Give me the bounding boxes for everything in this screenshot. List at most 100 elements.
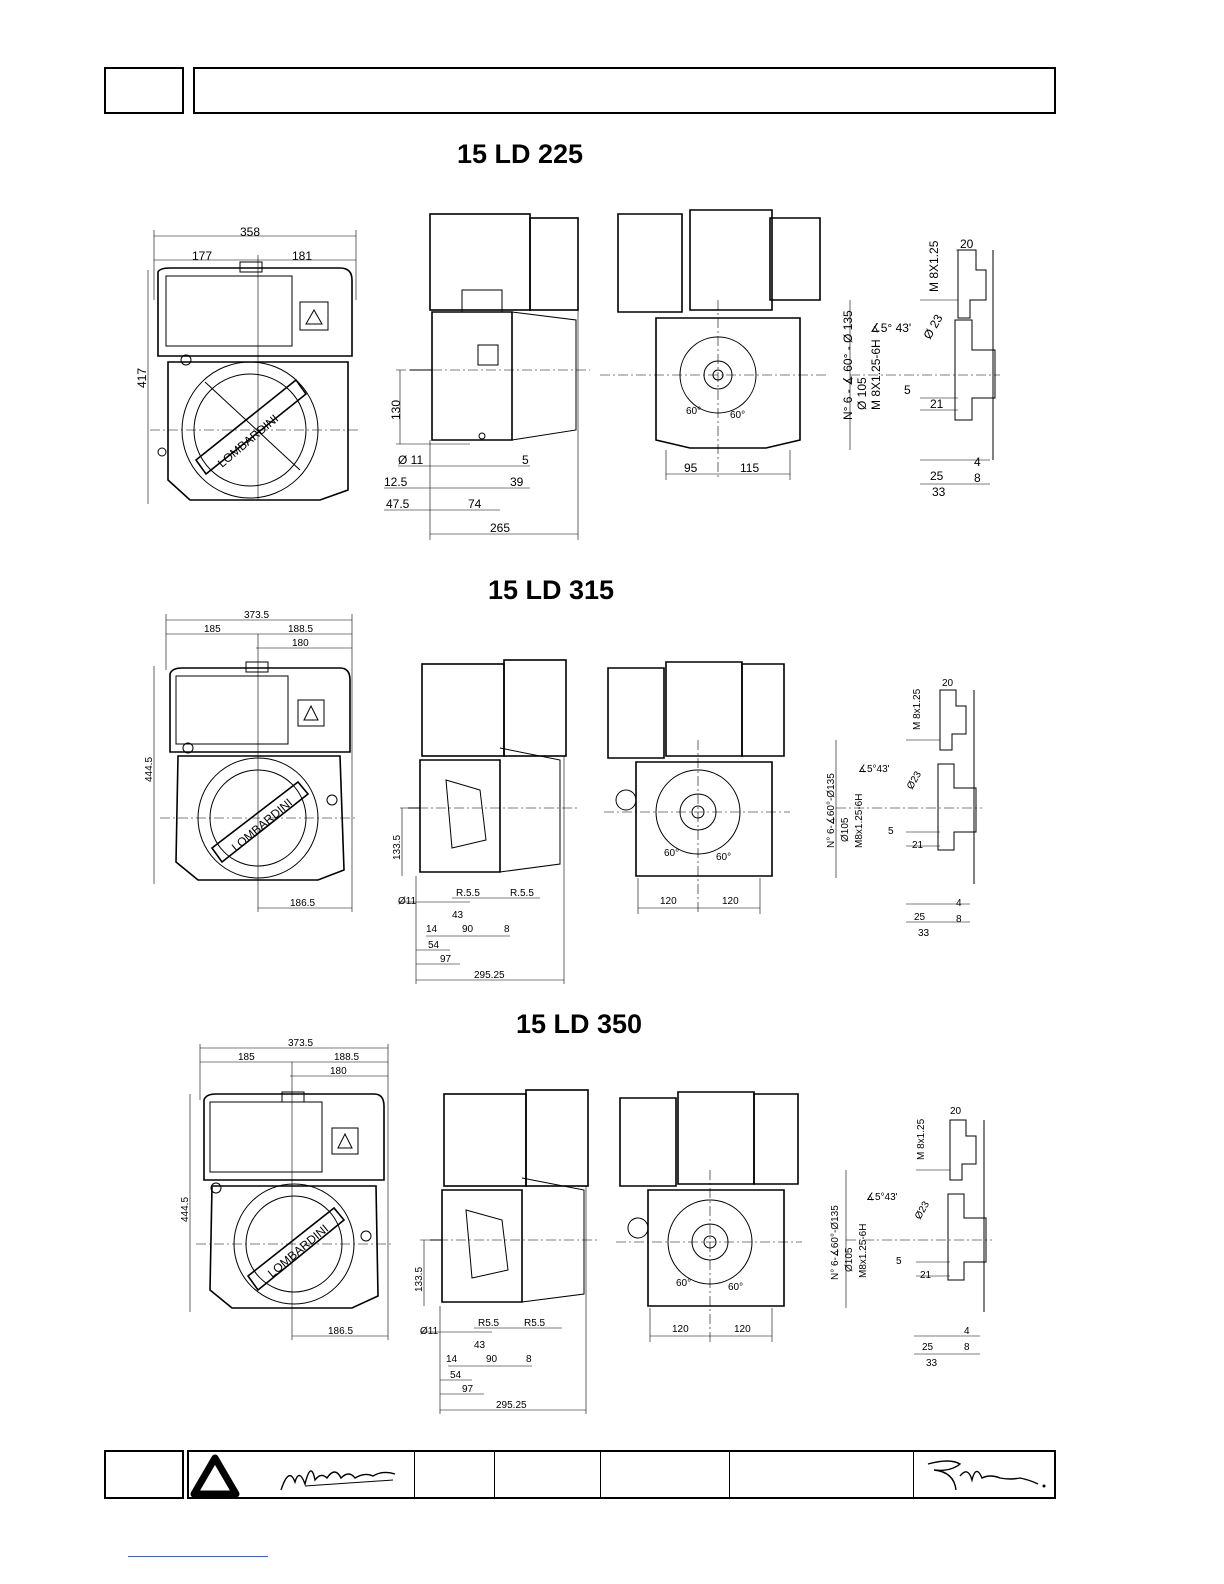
side-view-315 (398, 659, 580, 984)
dim-225-k4: 4 (974, 455, 981, 469)
dim-315-height: 444.5 (144, 757, 155, 782)
dim-315-k8: 8 (956, 914, 962, 925)
rear-view-350 (616, 1091, 802, 1342)
side-view-225 (384, 213, 590, 540)
dim-350-rear-right: 120 (734, 1324, 751, 1335)
dim-315-b: 43 (452, 910, 464, 921)
dim-225-key: 5 (522, 453, 529, 467)
dim-350-w: 20 (950, 1106, 962, 1117)
dim-225-pattern: N° 6 - ∡ 60° - Ø 135 (841, 310, 855, 420)
footer-cell-5 (730, 1451, 914, 1499)
dim-225-angle-r: 60° (730, 410, 745, 421)
dim-315-pattern: N° 6-∡60°-Ø135 (826, 773, 837, 848)
dim-225-k8: 8 (974, 471, 981, 485)
dim-315-r2: R.5.5 (510, 888, 534, 899)
dim-225-k5: 5 (904, 383, 911, 397)
dim-315-axis: 133.5 (392, 835, 403, 860)
dim-225-axis: 130 (389, 400, 403, 420)
dim-315-bottom: 186.5 (290, 898, 315, 909)
dim-350-pattern: N° 6-∡60°-Ø135 (830, 1205, 841, 1280)
header-code-box (104, 67, 184, 114)
footer-main-box (187, 1450, 1056, 1499)
brand-word-350: LOMBARDINI (265, 1222, 331, 1281)
dim-225-b: 39 (510, 475, 524, 489)
flange-detail-225 (849, 249, 1000, 485)
dim-225-width: 358 (240, 225, 260, 239)
dim-350-shaft: Ø11 (420, 1326, 439, 1337)
dim-350-right: 188.5 (334, 1052, 359, 1063)
dim-350-k33: 33 (926, 1358, 938, 1369)
dim-350-bottom: 186.5 (328, 1326, 353, 1337)
dim-315-e: 8 (504, 924, 510, 935)
bottom-link-line (128, 1556, 268, 1557)
dim-350-f: 97 (462, 1384, 474, 1395)
dim-315-r1: R.5.5 (456, 888, 480, 899)
dim-225-left: 177 (192, 249, 212, 263)
dim-225-height: 417 (135, 368, 149, 388)
dim-350-r2: R5.5 (524, 1318, 546, 1329)
dim-315-k25: 25 (914, 912, 926, 923)
dim-315-f: 97 (440, 954, 452, 965)
dim-315-k5: 5 (888, 826, 894, 837)
side-view-350 (420, 1089, 600, 1414)
dim-350-rear-left: 120 (672, 1324, 689, 1335)
dim-350-height: 444.5 (180, 1197, 191, 1222)
dim-315-width: 373.5 (244, 610, 269, 621)
dim-350-ang: ∡5°43' (866, 1192, 898, 1203)
header-title-box (193, 67, 1056, 114)
footer-cell-4 (601, 1451, 730, 1499)
dim-350-axis: 133.5 (414, 1267, 425, 1292)
dim-315-w: 20 (942, 678, 954, 689)
dim-225-right: 181 (292, 249, 312, 263)
dim-225-k33: 33 (932, 485, 946, 499)
dim-225-c: 47.5 (386, 497, 410, 511)
dim-315-angle-r: 60° (716, 852, 731, 863)
dim-350-a: 14 (446, 1354, 458, 1365)
dim-225-rear-right: 115 (740, 461, 759, 475)
dim-225-rear-left: 95 (684, 461, 698, 475)
dim-315-k33: 33 (918, 928, 930, 939)
dim-315-k4: 4 (956, 898, 962, 909)
dim-315-right: 188.5 (288, 624, 313, 635)
signature-primelli (280, 1470, 396, 1491)
flange-detail-350 (845, 1119, 992, 1355)
footer-cell-logo (187, 1451, 415, 1499)
dim-350-length: 295.25 (496, 1400, 527, 1411)
dim-350-k21: 21 (920, 1270, 932, 1281)
dim-225-bore: Ø 105 (855, 377, 869, 410)
rear-view-225 (600, 209, 826, 480)
signature-right (927, 1460, 1046, 1491)
flange-detail-315 (835, 689, 982, 923)
dim-350-angle-r: 60° (728, 1282, 743, 1293)
dim-315-k21: 21 (912, 840, 924, 851)
dim-225-m1: M 8X1.25 (927, 240, 941, 292)
dim-350-left: 185 (238, 1052, 255, 1063)
dim-315-a: 14 (426, 924, 438, 935)
dim-350-width: 373.5 (288, 1038, 313, 1049)
dim-350-k4: 4 (964, 1326, 970, 1337)
dim-225-angle-l: 60° (686, 406, 701, 417)
front-view-350: LOMBARDINI (189, 1044, 394, 1340)
dim-315-length: 295.25 (474, 970, 505, 981)
dim-350-d23: Ø23 (913, 1199, 932, 1221)
dim-350-b: 43 (474, 1340, 486, 1351)
dim-350-bore: Ø105 (844, 1247, 855, 1272)
dim-350-k5: 5 (896, 1256, 902, 1267)
dim-315-d: 90 (462, 924, 474, 935)
dim-225-m2: M 8X1.25-6H (869, 339, 883, 410)
dim-315-left: 185 (204, 624, 221, 635)
dim-225-length: 265 (490, 521, 510, 535)
dim-315-m1: M 8x1.25 (912, 688, 923, 730)
dim-315-rear-right: 120 (722, 896, 739, 907)
section-title-350: 15 LD 350 (516, 1009, 643, 1039)
dim-225-ang: ∡5° 43' (870, 321, 911, 335)
dim-225-k25: 25 (930, 469, 944, 483)
footer-cell-2 (415, 1451, 495, 1499)
dim-350-m2: M8x1.25-6H (858, 1224, 869, 1278)
dim-350-k25: 25 (922, 1342, 934, 1353)
dim-315-shaft: Ø11 (398, 896, 417, 907)
section-title-315: 15 LD 315 (488, 575, 615, 605)
dim-350-e: 8 (526, 1354, 532, 1365)
